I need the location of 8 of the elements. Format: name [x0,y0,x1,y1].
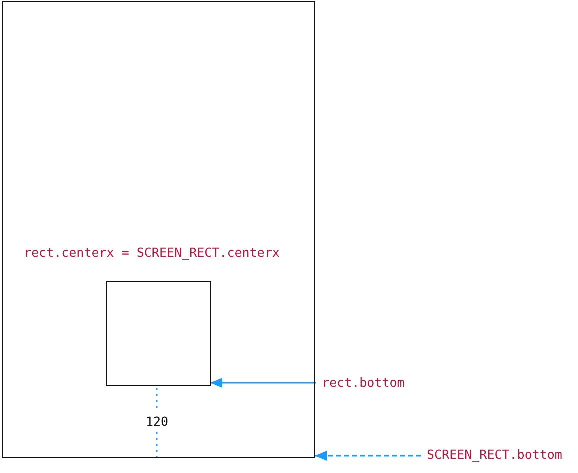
sprite-rectangle [106,280,210,386]
equation-note: rect.centerx = SCREEN_RECT.centerx [24,245,280,261]
arrow [210,378,316,388]
dimension-value: 120 [146,414,169,430]
arrow [315,451,421,461]
callout-text: rect.bottom [322,375,405,391]
callout-text: SCREEN_RECT.bottom [427,447,562,463]
screen-rectangle [2,1,315,458]
